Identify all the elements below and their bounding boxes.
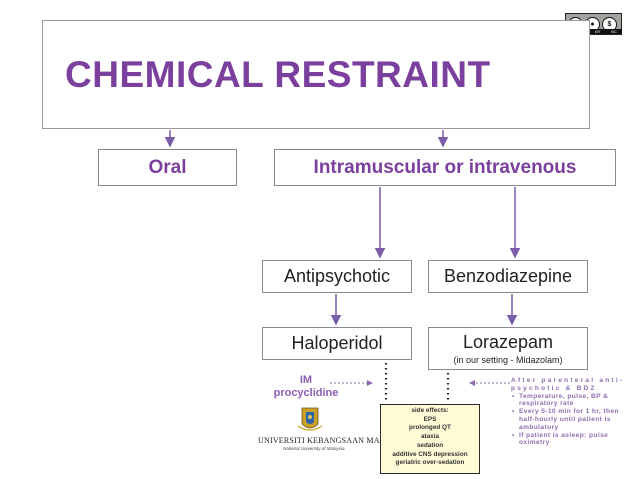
parenteral-route-box: Intramuscular or intravenous: [274, 149, 616, 186]
antipsychotic-label: Antipsychotic: [283, 266, 391, 286]
license-label-nc: NC: [611, 29, 617, 34]
side-effects-box: side effects: EPS prolonged QT ataxia se…: [380, 404, 480, 474]
oral-route-label: Oral: [148, 156, 187, 178]
aftercare-item: Every 5-10 min for 1 hr, then half-hourl…: [511, 408, 627, 431]
lorazepam-box: Lorazepam (in our setting - Midazolam): [428, 327, 588, 370]
side-effect-item: sedation: [416, 441, 444, 449]
aftercare-note: After parenteral anti-psychotic & BDZ Te…: [511, 377, 627, 447]
title-box: CHEMICAL RESTRAINT: [42, 20, 590, 129]
page-title: CHEMICAL RESTRAINT: [65, 53, 491, 95]
lorazepam-note: (in our setting - Midazolam): [453, 355, 563, 365]
aftercare-item: Temperature, pulse, BP & respiratory rat…: [511, 393, 627, 409]
side-effect-item: geriatric over-sedation: [395, 459, 465, 467]
parenteral-route-label: Intramuscular or intravenous: [313, 156, 577, 178]
side-effects-heading: side effects:: [411, 407, 449, 414]
license-label-by: BY: [595, 29, 601, 34]
aftercare-list: Temperature, pulse, BP & respiratory rat…: [511, 393, 627, 448]
aftercare-item: If patient is asleep: pulse oximetry: [511, 432, 627, 448]
im-procyclidine-line2: procyclidine: [273, 387, 339, 399]
aftercare-title: After parenteral anti-psychotic & BDZ: [511, 377, 625, 392]
lorazepam-label: Lorazepam: [462, 332, 554, 352]
ukm-crest-icon: [297, 407, 323, 431]
benzodiazepine-box: Benzodiazepine: [428, 260, 588, 293]
side-effect-item: prolonged QT: [409, 424, 451, 432]
license-labels: BY NC: [590, 29, 622, 34]
im-procyclidine-note: IM procyclidine: [270, 374, 342, 400]
benzodiazepine-label: Benzodiazepine: [443, 266, 573, 286]
side-effect-item: additive CNS depression: [392, 450, 468, 458]
im-procyclidine-line1: IM: [299, 374, 313, 386]
side-effect-item: ataxia: [420, 433, 440, 441]
haloperidol-box: Haloperidol: [262, 327, 412, 360]
side-effect-item: EPS: [423, 415, 437, 423]
oral-route-box: Oral: [98, 149, 237, 186]
haloperidol-label: Haloperidol: [291, 333, 383, 353]
ukm-logo-subtitle: National University of Malaysia: [283, 446, 345, 451]
ukm-logo-name: UNIVERSITI KEBANGSAAN MALAYSIA: [258, 436, 410, 445]
antipsychotic-box: Antipsychotic: [262, 260, 412, 293]
